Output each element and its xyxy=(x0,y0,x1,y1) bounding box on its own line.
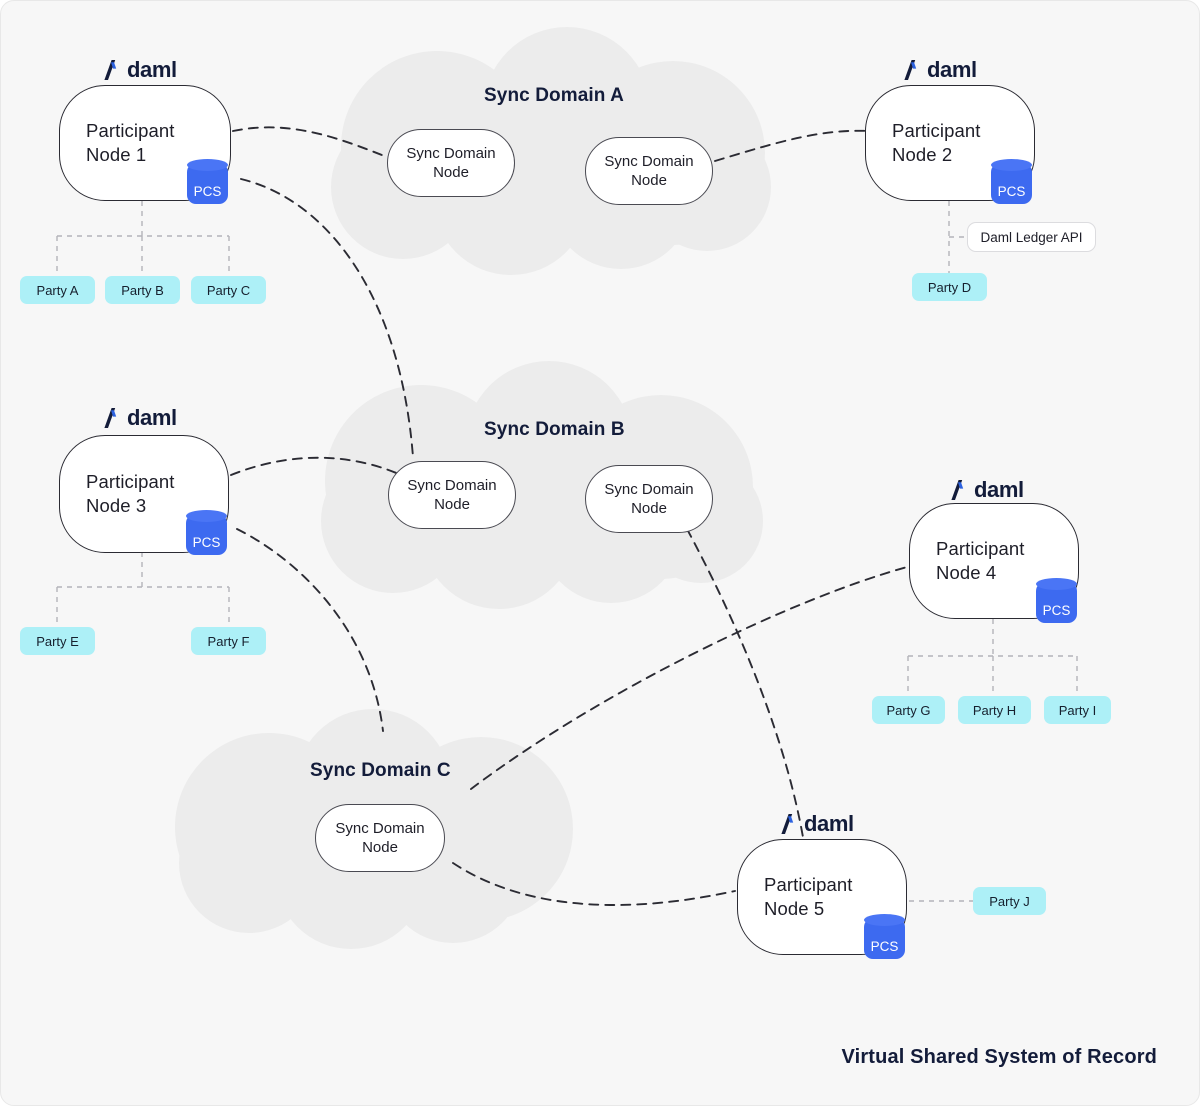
party-chip-h[interactable]: Party H xyxy=(958,696,1031,724)
daml-logo-pn3: daml xyxy=(104,405,177,431)
pcs-badge-pn5[interactable]: PCS xyxy=(864,914,905,959)
party-chip-i[interactable]: Party I xyxy=(1044,696,1111,724)
daml-logo-pn1: daml xyxy=(104,57,177,83)
daml-lambda-icon xyxy=(781,814,794,834)
party-chip-h-label: Party H xyxy=(972,702,1017,718)
footer-title: Virtual Shared System of Record xyxy=(842,1046,1158,1069)
pcs-badge-pn3-label: PCS xyxy=(192,535,221,550)
participant-node-2-label: Participant Node 2 xyxy=(892,119,981,165)
link-pn1-sda1 xyxy=(232,126,388,158)
daml-logo-text-pn1: daml xyxy=(127,57,177,82)
pcs-badge-pn3[interactable]: PCS xyxy=(186,510,227,555)
participant-node-5-label: Participant Node 5 xyxy=(764,873,853,919)
daml-logo-text-pn5: daml xyxy=(804,811,854,836)
pcs-badge-pn2-label: PCS xyxy=(997,184,1026,199)
party-chip-c-label: Party C xyxy=(206,282,251,298)
daml-lambda-icon xyxy=(104,60,117,80)
party-chip-a[interactable]: Party A xyxy=(20,276,95,304)
cloud-label-sync-domain-c: Sync Domain C xyxy=(310,760,451,782)
sync-domain-node-c1[interactable]: Sync Domain Node xyxy=(315,804,445,872)
link-pn3-sdb1 xyxy=(230,456,402,476)
participant-node-4-label: Participant Node 4 xyxy=(936,537,1025,583)
sync-domain-node-a1[interactable]: Sync Domain Node xyxy=(387,129,515,197)
daml-logo-pn5: daml xyxy=(781,811,854,837)
cloud-label-sync-domain-b: Sync Domain B xyxy=(484,419,625,441)
link-sdc-pn5 xyxy=(452,862,736,906)
party-chip-c[interactable]: Party C xyxy=(191,276,266,304)
sync-domain-c-title: Sync Domain C xyxy=(310,760,451,781)
pcs-badge-pn4[interactable]: PCS xyxy=(1036,578,1077,623)
party-tree-pn3 xyxy=(56,552,230,627)
sync-domain-node-c1-label: Sync Domain Node xyxy=(335,819,425,857)
party-chip-e-label: Party E xyxy=(36,633,79,649)
party-chip-d-label: Party D xyxy=(927,279,972,295)
daml-logo-text-pn4: daml xyxy=(974,477,1024,502)
party-chip-e[interactable]: Party E xyxy=(20,627,95,655)
party-chip-b[interactable]: Party B xyxy=(105,276,180,304)
daml-ledger-api-box[interactable]: Daml Ledger API xyxy=(967,222,1096,252)
sync-domain-node-a2[interactable]: Sync Domain Node xyxy=(585,137,713,205)
party-chip-i-label: Party I xyxy=(1058,702,1097,718)
party-tree-pn4 xyxy=(907,619,1078,695)
party-chip-g-label: Party G xyxy=(886,702,931,718)
daml-logo-text-pn3: daml xyxy=(127,405,177,430)
pcs-badge-pn1-label: PCS xyxy=(193,184,222,199)
daml-lambda-icon xyxy=(104,408,117,428)
pcs-badge-pn5-label: PCS xyxy=(870,939,899,954)
party-chip-f[interactable]: Party F xyxy=(191,627,266,655)
party-tree-pn2 xyxy=(948,201,967,273)
sync-domain-node-a2-label: Sync Domain Node xyxy=(604,152,694,190)
footer-title-text: Virtual Shared System of Record xyxy=(841,1046,1157,1068)
link-sda2-pn2 xyxy=(714,129,870,162)
sync-domain-node-b2-label: Sync Domain Node xyxy=(604,480,694,518)
party-tree-pn1 xyxy=(56,201,230,275)
participant-node-1-label: Participant Node 1 xyxy=(86,119,175,165)
party-chip-a-label: Party A xyxy=(36,282,79,298)
participant-node-3-label: Participant Node 3 xyxy=(86,470,175,516)
party-chip-b-label: Party B xyxy=(121,282,164,298)
pcs-badge-pn1[interactable]: PCS xyxy=(187,159,228,204)
daml-logo-pn4: daml xyxy=(951,477,1024,503)
sync-domain-node-b1[interactable]: Sync Domain Node xyxy=(388,461,516,529)
daml-lambda-icon xyxy=(904,60,917,80)
party-chip-j-label: Party J xyxy=(989,893,1030,909)
sync-domain-node-b1-label: Sync Domain Node xyxy=(407,476,497,514)
sync-domain-a-title: Sync Domain A xyxy=(484,85,624,106)
daml-logo-pn2: daml xyxy=(904,57,977,83)
party-chip-j[interactable]: Party J xyxy=(973,887,1046,915)
pcs-badge-pn4-label: PCS xyxy=(1042,603,1071,618)
daml-lambda-icon xyxy=(951,480,964,500)
link-pn1-sdb1 xyxy=(240,178,414,458)
daml-logo-text-pn2: daml xyxy=(927,57,977,82)
cloud-label-sync-domain-a: Sync Domain A xyxy=(484,85,624,107)
link-sdc-pn4 xyxy=(470,566,908,790)
party-chip-f-label: Party F xyxy=(207,633,250,649)
pcs-badge-pn2[interactable]: PCS xyxy=(991,159,1032,204)
party-chip-g[interactable]: Party G xyxy=(872,696,945,724)
sync-domain-b-title: Sync Domain B xyxy=(484,419,625,440)
sync-domain-node-a1-label: Sync Domain Node xyxy=(406,144,496,182)
sync-domain-node-b2[interactable]: Sync Domain Node xyxy=(585,465,713,533)
daml-ledger-api-label: Daml Ledger API xyxy=(980,229,1083,245)
party-chip-d[interactable]: Party D xyxy=(912,273,987,301)
